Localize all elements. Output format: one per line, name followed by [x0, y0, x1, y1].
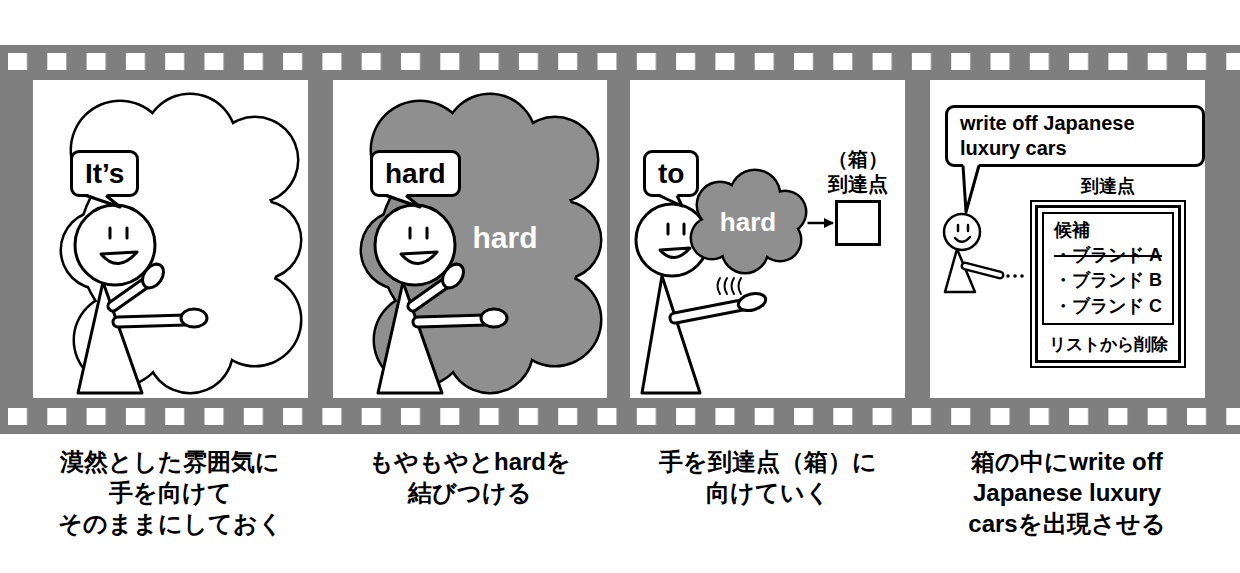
bubble-text: hard — [385, 156, 446, 191]
drawing-part — [955, 237, 970, 242]
list-item: 候補 — [1054, 218, 1162, 243]
drawing-part — [958, 225, 968, 231]
target-box: （箱） 到達点 — [835, 200, 881, 246]
film-band — [0, 45, 1240, 434]
drawing-part — [944, 214, 980, 250]
list-item: ・ブランド A — [1054, 243, 1162, 268]
drawing-part — [401, 252, 437, 264]
person-figure — [944, 214, 1024, 292]
panel-heading: 到達点 — [1032, 174, 1184, 198]
film-frame — [333, 80, 607, 398]
list-item: ・ブランド C — [1054, 294, 1162, 319]
frame-caption: 漠然とした雰囲気に 手を向けて そのままにしておく — [49, 446, 291, 540]
drawing-part — [481, 309, 507, 327]
film-frame — [630, 80, 905, 398]
bubble-tail-fill — [963, 164, 979, 213]
drawing-part — [965, 266, 1000, 275]
cloud-fill — [510, 275, 600, 365]
panel-footer: リストから削除 — [1042, 333, 1174, 356]
thought-cloud: hard — [360, 93, 603, 395]
drawing-part — [668, 224, 684, 234]
bubble-tail-fill — [386, 194, 420, 208]
frame-caption: もやもやとhardを 結びつける — [359, 446, 581, 508]
speech-bubble: It’s — [70, 150, 139, 197]
drawing-part — [62, 95, 300, 392]
frame-caption: 手を到達点（箱）に 向けていく — [649, 446, 887, 508]
drawing-part — [660, 248, 690, 258]
cloud-edge — [508, 273, 603, 368]
drawing-part — [418, 320, 486, 322]
drawing-part — [675, 305, 742, 318]
film-frame — [33, 80, 308, 398]
drawing-part — [1013, 274, 1017, 278]
list-item: ・ブランド B — [1054, 268, 1162, 293]
person-figure — [75, 205, 207, 393]
drawing-part — [118, 320, 186, 322]
cloud-edge — [370, 100, 471, 201]
cloud-fill — [513, 118, 597, 202]
drawing-part — [636, 204, 708, 276]
cloud-text: hard — [472, 221, 537, 254]
drawing-part — [1006, 274, 1010, 278]
drawing-part — [410, 228, 427, 238]
drawing-part — [118, 320, 186, 322]
film-perforation — [0, 45, 1240, 434]
candidate-list: 候補・ブランド A・ブランド B・ブランド C — [1042, 212, 1174, 325]
drawing-part — [965, 266, 1000, 275]
frame-caption: 箱の中にwrite off Japanese luxury carsを出現させる — [940, 446, 1194, 540]
bubble-text: It’s — [85, 156, 124, 191]
bubble-tail-line — [963, 166, 979, 213]
bubble-text: to — [658, 156, 684, 191]
bubble-tail-line — [386, 196, 420, 208]
bubble-tail-line — [86, 196, 120, 208]
bubble-tail-fill — [86, 194, 120, 208]
drawing-part — [75, 205, 155, 285]
speech-bubble: write off Japanese luxury cars — [945, 105, 1205, 167]
bubble-tail-fill — [659, 194, 682, 207]
drawing-part — [181, 309, 207, 327]
drawing-part — [1020, 274, 1024, 278]
target-label: （箱） 到達点 — [823, 147, 893, 197]
drawing-part — [110, 228, 127, 238]
cloud-edge — [511, 116, 600, 205]
drawing-part — [375, 205, 455, 285]
thought-cloud: hard — [690, 169, 808, 275]
bubble-text: write off Japanese luxury cars — [960, 111, 1190, 161]
cloud-edge — [711, 185, 786, 260]
drawing-part — [60, 93, 303, 395]
bubble-tail-line — [659, 196, 682, 207]
film-frame — [930, 80, 1205, 398]
mood-cloud — [60, 93, 303, 395]
drawing-part — [642, 276, 700, 393]
speech-bubble: hard — [370, 150, 461, 197]
cloud-text: hard — [720, 208, 776, 237]
speech-bubble: to — [643, 150, 699, 197]
cloud-fill — [713, 187, 783, 257]
drawing-part — [675, 305, 742, 318]
arrow-connector — [808, 222, 834, 225]
drawing-part — [718, 278, 742, 294]
drawing-part — [101, 252, 137, 264]
panel-slot: 候補・ブランド A・ブランド B・ブランド C — [1042, 212, 1174, 325]
goal-panel: 到達点候補・ブランド A・ブランド B・ブランド Cリストから削除 — [1030, 200, 1186, 368]
drawing-part — [418, 320, 486, 322]
